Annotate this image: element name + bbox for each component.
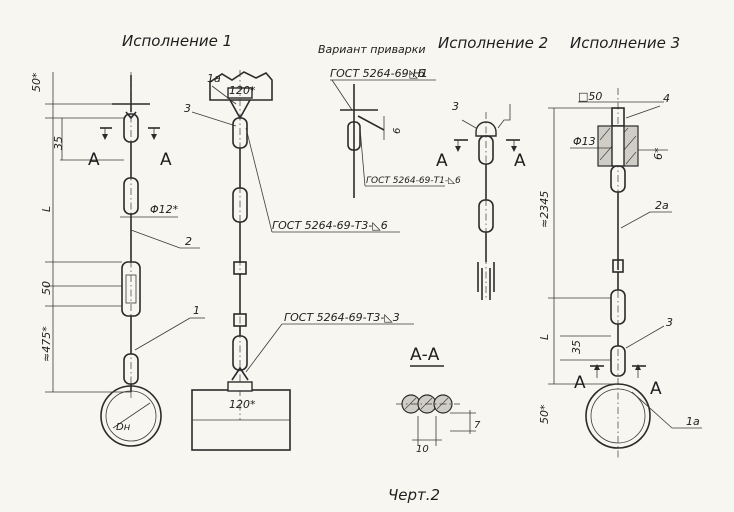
hatch: [404, 397, 417, 410]
title-variant-1: Исполнение 1: [122, 32, 232, 50]
position-2a: 2а: [655, 199, 669, 212]
title-variant-2: Исполнение 2: [438, 34, 548, 52]
weld-bracket: [357, 115, 385, 131]
dim-35-right: 35: [570, 340, 583, 354]
gusset-bottom: [231, 366, 249, 381]
weld-callout-t3-3: ГОСТ 5264-69-Т3-◺3: [284, 311, 400, 324]
leader-2a: [620, 211, 651, 229]
section-mark-a-right-1: А: [574, 373, 586, 393]
dim-L-left: L: [40, 206, 53, 212]
pipe-inner: [105, 390, 157, 442]
weld-callout-h1-leg: - ◺6: [402, 67, 425, 80]
v3-link-3: [610, 345, 626, 377]
position-1a-top: 1а: [207, 72, 221, 85]
pipe-section: [100, 385, 162, 447]
section-mark-a-right: А: [160, 150, 172, 170]
dim-50-star-top: 50*: [30, 72, 43, 92]
section-title: А-А: [410, 345, 440, 365]
dim-phi13: Φ13: [573, 135, 596, 148]
leader-t1: [359, 127, 366, 187]
dim-120-top: 120*: [229, 84, 256, 97]
dn-leader: [112, 402, 151, 429]
dim-50-star-bottom: 50*: [538, 404, 551, 424]
leader-1a: [211, 85, 237, 105]
hatch: [599, 127, 611, 141]
hatch: [436, 397, 449, 410]
dim-120-bottom: 120*: [229, 398, 256, 411]
v2-arrowhead: [511, 146, 517, 152]
hatch: [625, 151, 637, 165]
variant-1-side-view: 120* 1а 3 120* ГОСТ 5264-69-Т3-◺6 ГОСТ 5…: [184, 70, 414, 451]
turnbuckle-window: [125, 274, 137, 304]
weld-callout-t1: ГОСТ 5264-69-Т1-◺6: [366, 176, 461, 186]
position-1: 1: [193, 304, 200, 317]
v3-bolt-hole: [611, 125, 625, 167]
position-2: 2: [185, 235, 192, 248]
dim-475: ≈475*: [40, 326, 53, 362]
section-mark-a-left: А: [88, 150, 100, 170]
variant-3-view: □50 4 Φ13 6* 2а 3 1а: [538, 88, 702, 460]
leader-weld-t3-6: [245, 127, 273, 233]
side-link-3: [232, 335, 248, 371]
v3-arrowhead: [635, 364, 641, 370]
leader-h1: [331, 79, 353, 111]
dim-6-weld: 6: [392, 128, 403, 134]
weld-callout-h1: ГОСТ 5264-69-Н1: [330, 67, 428, 80]
v3-pipe-inner: [590, 388, 646, 444]
v2-arm: [497, 104, 511, 129]
drawing-caption: Черт.2: [388, 486, 440, 504]
section-mark-a-mid-left: А: [436, 151, 448, 171]
leader-3: [191, 111, 237, 127]
v3-arrowhead: [594, 364, 600, 370]
variant-1-left-view: Dн 50* 35 L 50 ≈475* А А Φ12* 2 1: [30, 72, 205, 447]
dim-50-mid: 50: [40, 281, 53, 295]
weld-callout-t3-6: ГОСТ 5264-69-Т3-◺6: [272, 219, 388, 232]
leader-weld-t3-3: [245, 323, 283, 373]
section-mark-a-right-2: А: [650, 379, 662, 399]
top-beam: [209, 71, 273, 101]
leader-pos-2: [130, 229, 181, 249]
dn-label: Dн: [116, 422, 131, 433]
section-a-a: А-А 10 7: [396, 345, 481, 455]
section-arrowhead: [102, 134, 108, 140]
leader-3-right: [625, 325, 665, 349]
section-mark-a-mid-right: А: [514, 151, 526, 171]
v2-arrowhead: [455, 146, 461, 152]
leader-pos-3-mid: [461, 119, 477, 129]
position-4: 4: [663, 92, 670, 105]
position-1a-right: 1а: [686, 415, 700, 428]
weld-link: [347, 121, 361, 151]
dim-phi12: Φ12*: [150, 203, 179, 216]
weld-option-view: ГОСТ 5264-69-Н1 - ◺6 6 ГОСТ 5264-69-Т1-◺…: [330, 67, 461, 198]
leader-pos-1: [134, 317, 191, 351]
dim-2345: ≈2345: [538, 191, 551, 228]
title-variant-3: Исполнение 3: [570, 34, 680, 52]
title-weld-option: Вариант приварки: [318, 43, 426, 56]
position-3-mid: 3: [452, 100, 459, 113]
section-arrowhead: [151, 134, 157, 140]
dim-35-left: 35: [52, 136, 65, 150]
leader-4: [625, 105, 661, 119]
dim-L-right: L: [538, 334, 551, 340]
dim-10: 10: [416, 444, 429, 455]
dim-7: 7: [474, 420, 481, 431]
dim-sq50: □50: [578, 90, 602, 103]
bottom-weld-plate: [227, 381, 253, 392]
position-3-right: 3: [666, 316, 673, 329]
hatch: [420, 397, 433, 410]
leader-1a-right: [631, 391, 673, 429]
position-3-left: 3: [184, 102, 191, 115]
dim-6-star: 6*: [652, 147, 665, 160]
variant-2-view: 3 А А: [436, 100, 526, 300]
v2-fork: [477, 262, 495, 300]
